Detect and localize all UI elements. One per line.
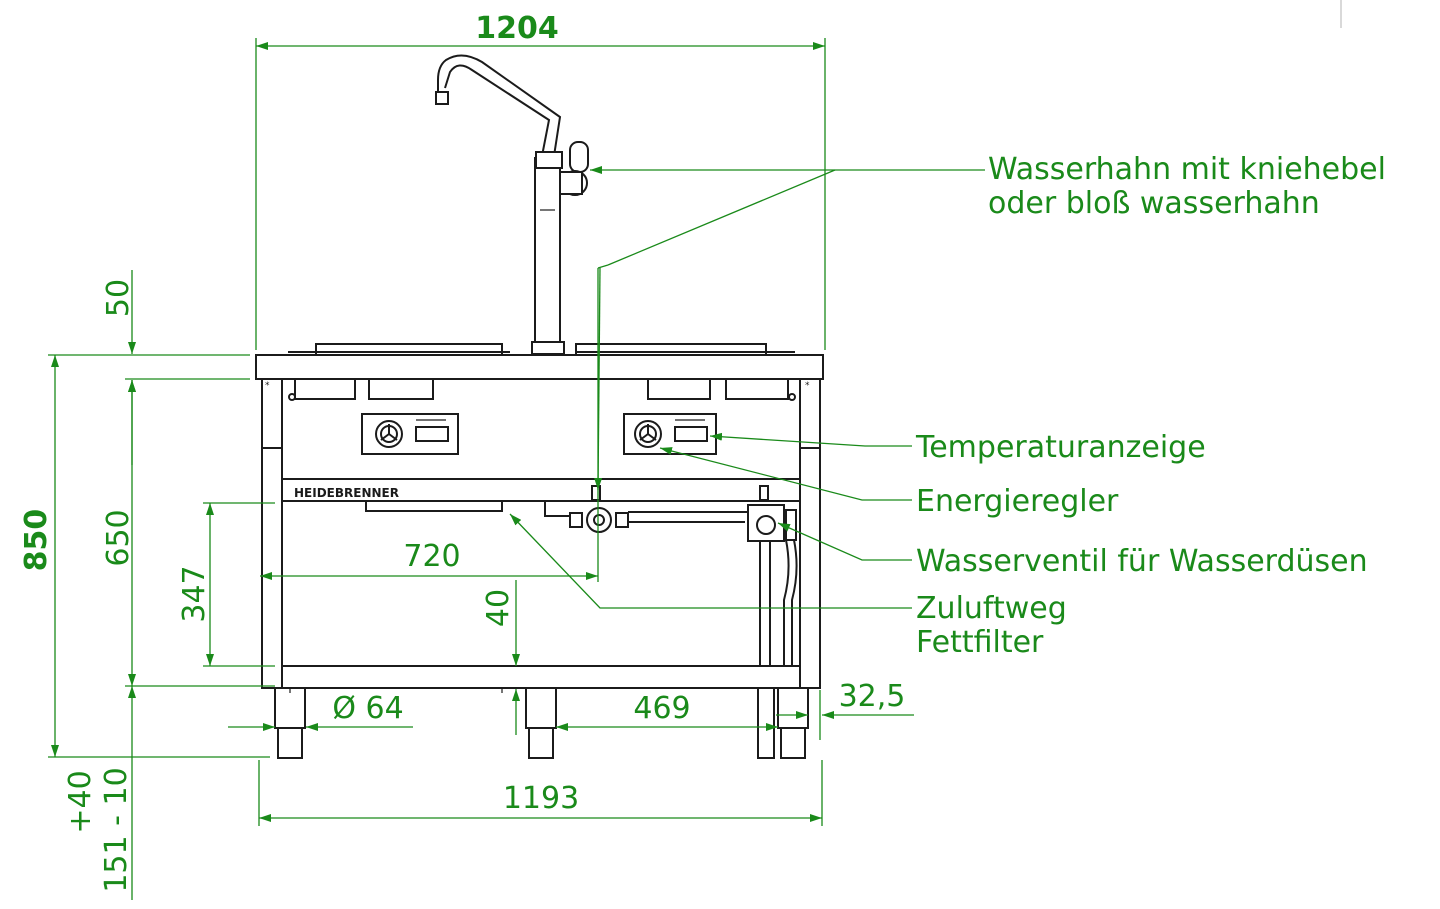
label-faucet-line1: Wasserhahn mit kniehebel xyxy=(988,152,1386,187)
dim-foot-diameter: Ø 64 xyxy=(332,691,403,726)
label-faucet-line2: oder bloß wasserhahn xyxy=(988,186,1320,221)
dimension-texts: 1204 50 850 650 347 720 40 Ø 64 469 32,5… xyxy=(19,11,905,893)
label-water-valve: Wasserventil für Wasserdüsen xyxy=(916,544,1368,579)
dim-foot-adjust-plus: +40 xyxy=(63,770,98,833)
leader-lines xyxy=(509,166,985,609)
brand-label: HEIDEBRENNER xyxy=(294,486,399,500)
feet xyxy=(274,687,809,759)
dim-top-offset: 50 xyxy=(101,279,136,317)
dimension-lines xyxy=(48,38,914,900)
label-energy: Energieregler xyxy=(916,484,1119,519)
dim-half-width: 720 xyxy=(403,539,460,574)
callout-labels: Wasserhahn mit kniehebel oder bloß wasse… xyxy=(915,152,1386,660)
dim-foot-adjust-range: 151 - 10 xyxy=(99,767,134,892)
dim-total-height: 850 xyxy=(19,509,54,572)
dim-foot-spacing: 469 xyxy=(633,691,690,726)
cabinet: * * HEIDEBRENNER xyxy=(261,378,821,512)
dim-underside-height: 347 xyxy=(177,565,212,622)
faucet xyxy=(435,54,589,355)
dim-body-height: 650 xyxy=(101,509,136,566)
dim-overall-width: 1204 xyxy=(475,11,559,46)
worktop xyxy=(255,343,824,380)
svg-text:*: * xyxy=(805,381,810,391)
dim-gap: 40 xyxy=(481,589,516,627)
frame xyxy=(261,447,821,693)
label-grease-filter: Fettfilter xyxy=(916,625,1044,660)
dim-side-offset: 32,5 xyxy=(839,679,906,714)
svg-text:*: * xyxy=(265,381,270,391)
label-temperature: Temperaturanzeige xyxy=(915,430,1206,465)
label-air-duct: Zuluftweg xyxy=(916,591,1067,626)
machine-outline: * * HEIDEBRENNER xyxy=(255,54,824,759)
dim-base-width: 1193 xyxy=(503,781,579,816)
